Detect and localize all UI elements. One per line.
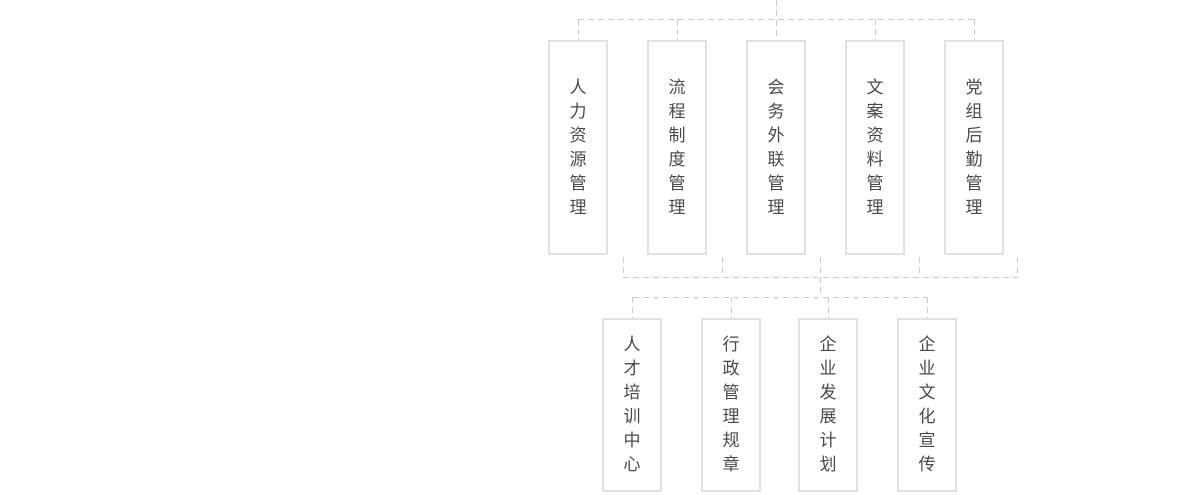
- node-conference-liaison-management[interactable]: 会务外联管理: [746, 40, 806, 255]
- node-label: 流程制度管理: [668, 77, 686, 218]
- node-label: 人力资源管理: [569, 77, 587, 218]
- connector-bottom-stub-2: [731, 297, 732, 318]
- connector-mid-riser-2: [722, 257, 723, 277]
- connector-root-drop: [776, 0, 777, 40]
- connector-top-stub-2: [677, 19, 678, 40]
- connector-bottom-rail: [633, 297, 927, 298]
- connector-bottom-stub-4: [927, 297, 928, 318]
- node-label: 企业发展计划: [819, 335, 837, 475]
- node-party-logistics-management[interactable]: 党组后勤管理: [944, 40, 1004, 255]
- connector-top-stub-4: [875, 19, 876, 40]
- node-label: 文案资料管理: [866, 77, 884, 218]
- connector-mid-riser-1: [623, 257, 624, 277]
- node-label: 党组后勤管理: [965, 77, 983, 218]
- node-enterprise-development-plan[interactable]: 企业发展计划: [798, 318, 858, 492]
- node-corporate-culture-publicity[interactable]: 企业文化宣传: [897, 318, 957, 492]
- connector-middle-drop: [820, 277, 821, 297]
- node-talent-training-center[interactable]: 人才培训中心: [602, 318, 662, 492]
- node-process-system-management[interactable]: 流程制度管理: [647, 40, 707, 255]
- node-admin-regulations[interactable]: 行政管理规章: [701, 318, 761, 492]
- connector-top-stub-5: [974, 19, 975, 40]
- connector-bottom-stub-3: [828, 297, 829, 318]
- node-label: 行政管理规章: [722, 335, 740, 475]
- node-hr-management[interactable]: 人力资源管理: [548, 40, 608, 255]
- node-label: 会务外联管理: [767, 77, 785, 218]
- connector-mid-riser-5: [1017, 257, 1018, 277]
- node-document-archives-management[interactable]: 文案资料管理: [845, 40, 905, 255]
- node-label: 企业文化宣传: [918, 335, 936, 475]
- connector-mid-riser-4: [919, 257, 920, 277]
- connector-top-stub-1: [578, 19, 579, 40]
- connector-top-rail: [578, 19, 974, 20]
- connector-mid-riser-3: [820, 257, 821, 277]
- node-label: 人才培训中心: [623, 335, 641, 475]
- connector-bottom-stub-1: [632, 297, 633, 318]
